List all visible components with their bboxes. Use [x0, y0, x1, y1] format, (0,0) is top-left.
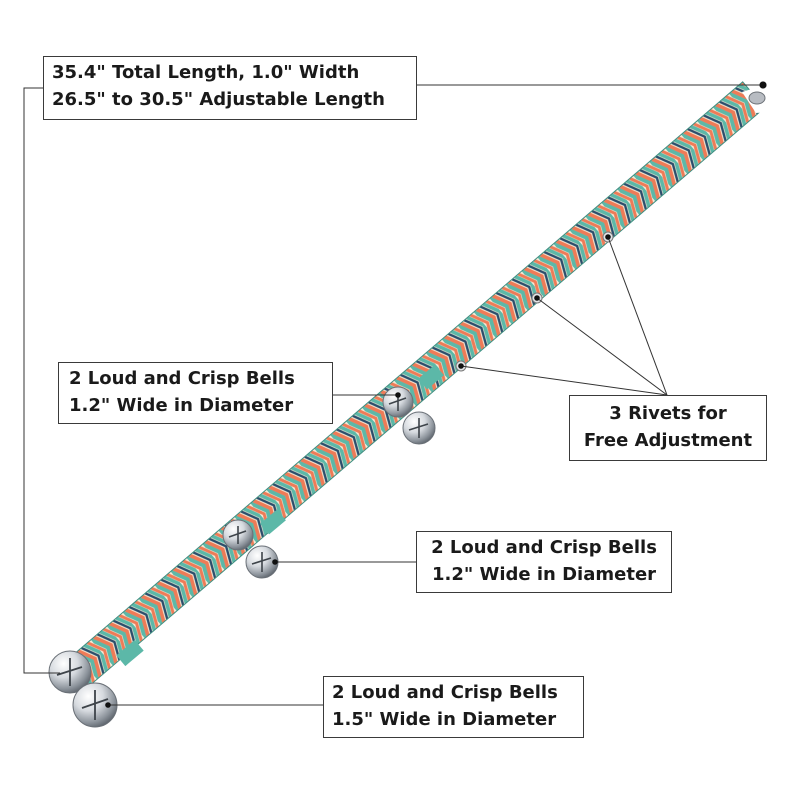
length-callout-line2: 26.5" to 30.5" Adjustable Length	[52, 89, 385, 110]
bells-bottom-callout-line2: 1.5" Wide in Diameter	[332, 709, 557, 730]
leader-lines	[23, 84, 763, 706]
bell-loop-icon	[260, 509, 286, 535]
bell-loop-icon	[116, 639, 144, 667]
bell-icon	[48, 650, 92, 694]
length-callout-line1: 35.4" Total Length, 1.0" Width	[52, 62, 360, 83]
bells-bottom-callout: 2 Loud and Crisp Bells 1.5" Wide in Diam…	[323, 676, 584, 738]
bell-icon	[222, 519, 254, 551]
bells-top-callout-line1: 2 Loud and Crisp Bells	[69, 368, 295, 389]
leader-line-rivet-1	[607, 236, 668, 396]
bells-mid-callout-line2: 1.2" Wide in Diameter	[431, 564, 657, 585]
bell-icon	[245, 545, 279, 579]
rivets-callout-line1: 3 Rivets for	[609, 403, 727, 424]
bell-icon	[382, 386, 414, 418]
rivets-callout-line2: Free Adjustment	[583, 430, 753, 451]
bells-mid-callout-line1: 2 Loud and Crisp Bells	[431, 537, 657, 558]
bells-bottom-callout-line1: 2 Loud and Crisp Bells	[332, 682, 558, 703]
bell-icon	[402, 411, 436, 445]
leader-line-rivet-3	[460, 365, 668, 396]
bells-top-callout: 2 Loud and Crisp Bells 1.2" Wide in Diam…	[58, 362, 333, 424]
length-callout: 35.4" Total Length, 1.0" Width 26.5" to …	[43, 56, 417, 120]
bells-mid-callout: 2 Loud and Crisp Bells 1.2" Wide in Diam…	[416, 531, 672, 593]
bells-top-callout-line2: 1.2" Wide in Diameter	[69, 395, 294, 416]
leader-line-length-bottom	[23, 87, 60, 674]
rivets-callout: 3 Rivets for Free Adjustment	[569, 395, 767, 461]
leader-dots	[105, 81, 767, 708]
strap-snap-icon	[748, 91, 766, 105]
bell-loop-icon	[418, 364, 444, 390]
leader-line-rivet-2	[536, 297, 668, 396]
